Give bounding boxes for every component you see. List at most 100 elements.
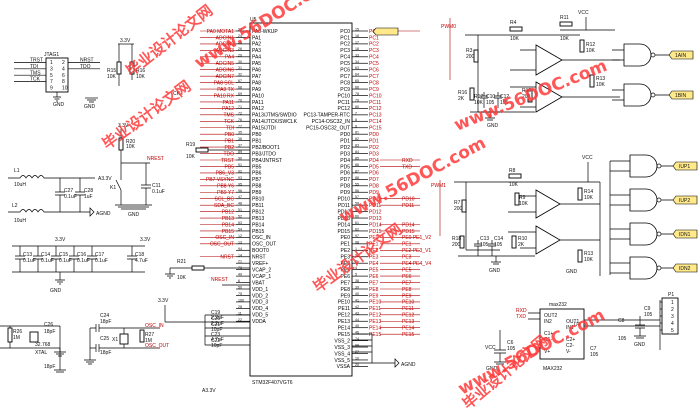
- mcu-right-net: PC7: [369, 74, 379, 80]
- mcu-left-pin-number: 100: [238, 298, 244, 302]
- r21-value: 10K: [177, 275, 187, 281]
- mcu-right-extra-net: PD14: [402, 222, 415, 228]
- jtag-pin-number: 4: [62, 66, 65, 72]
- mcu-right-pin-name: PE2: [341, 248, 351, 254]
- lower-resistor-text: 10K: [584, 257, 594, 263]
- decap-ref: C18: [135, 252, 144, 258]
- mcu-right-pin-number: 97: [355, 234, 359, 238]
- connector-pin-number: 1: [671, 300, 674, 306]
- mcu-left-pin-name: PB6: [252, 171, 262, 177]
- mcu-right-net: PE7: [369, 280, 379, 286]
- jtag-refdes: JTAG1: [44, 52, 59, 58]
- mcu-left-pin-number: 11: [238, 311, 242, 315]
- mcu-right-net: PE10: [369, 300, 381, 306]
- mcu-left-pin-number: 21: [238, 260, 242, 264]
- mcu-right-net: PD1: [369, 138, 379, 144]
- mcu-left-net: PB9 Y7: [217, 190, 234, 196]
- lower-output-label: IDN1: [679, 232, 691, 238]
- crystal-32k: [29, 331, 39, 343]
- upper-vcc-1: VCC: [578, 10, 589, 16]
- mcu-right-net: PD13: [369, 216, 382, 222]
- lower-resistor-text: R8: [509, 168, 516, 174]
- ck-label: CK: [173, 91, 181, 97]
- mcu-left-pin-name: PA14/JTCK/SWCLK: [252, 119, 298, 125]
- mcu-left-pin-name: PB2/BOOT1: [252, 145, 280, 151]
- jtag-pin-number: 1: [50, 60, 53, 66]
- mcu-right-pin-number: 58: [355, 202, 359, 206]
- max232-pin-c1m: C1-: [544, 337, 552, 343]
- pullup-r16-label: R16: [136, 68, 145, 74]
- opamp-u2a: [535, 189, 561, 219]
- mcu-left-pin-number: 90: [238, 157, 242, 161]
- resistor-r14: [577, 187, 583, 201]
- mcu-right-pin-number: 80: [355, 105, 359, 109]
- resistor-r13l: [577, 249, 583, 263]
- mcu-right-net: PE3: [369, 255, 379, 261]
- mcu-right-pin-name: PD3: [340, 151, 350, 157]
- resistor-r18: [459, 235, 465, 249]
- mcu-right-net: PD15: [369, 229, 382, 235]
- mcu-right-pin-name: PC13-TAMPER-RTC: [304, 113, 351, 119]
- osc-out-net: OSC_OUT: [145, 343, 169, 349]
- mcu-left-pin-name: PB8: [252, 184, 262, 190]
- mcu-right-pin-number: 8: [355, 118, 357, 122]
- mcu-right-extra-net: PE6: [402, 274, 412, 280]
- mcu-left-pin-name: VREF+: [252, 261, 268, 267]
- nrest-net-label: NREST: [147, 156, 164, 162]
- resistor-r10: [511, 235, 517, 249]
- mcu-left-net: PA8 SCL: [214, 80, 234, 86]
- mcu-left-pin-name: PA15/JTDI: [252, 126, 276, 132]
- vcap-value: 4.7uF: [211, 337, 224, 343]
- mcu-right-pin-name: PD15: [337, 229, 350, 235]
- mcu-right-pin-name: PE4: [341, 261, 351, 267]
- p1-label: P1: [668, 292, 674, 298]
- mcu-right-pin-name: PE5: [341, 267, 351, 273]
- mcu-right-pin-name: PD2: [340, 145, 350, 151]
- mcu-left-pin-name: PA1: [252, 35, 261, 41]
- mcu-right-pin-name: PC15-OSC32_OUT: [306, 126, 350, 132]
- mcu-right-pin-number: 46: [355, 331, 359, 335]
- c8-value: 105: [618, 336, 627, 342]
- mcu-right-pin-number: 38: [355, 279, 359, 283]
- mcu-left-net: OSC_OUT: [210, 242, 234, 248]
- mcu-right-net: PD11: [369, 203, 381, 209]
- upper-cap-text: C12: [500, 94, 509, 100]
- mcu-left-net: PB14: [222, 222, 234, 228]
- mcu-left-pin-number: 49: [238, 273, 242, 277]
- mcu-right-pin-name: PD12: [337, 209, 350, 215]
- lower-resistor-text: R10: [518, 236, 527, 242]
- mcu-right-pin-number: 85: [355, 157, 359, 161]
- c24-label: C24: [100, 313, 109, 319]
- reset-block: 3.3V R20 10K NREST K1 C11 0.1uF GND R19 …: [110, 123, 250, 218]
- mcu-left-pin-number: 94: [238, 247, 242, 251]
- connector-pin-number: 5: [671, 328, 674, 334]
- jtag-left-net: TRST: [30, 58, 43, 64]
- mcu-left-pin-number: 36: [238, 137, 242, 141]
- mcu-left-pin-number: 91: [238, 163, 242, 167]
- max-vcc-label: VCC: [485, 345, 496, 351]
- mcu-left-pin-name: VDDA: [252, 319, 267, 325]
- mcu-left-pin-number: 35: [238, 131, 242, 135]
- mcu-right-pin-number: 79: [355, 98, 359, 102]
- lower-vcc-1: VCC: [582, 155, 593, 161]
- decap-value: 0.1uF: [77, 258, 90, 264]
- upper-gnd: GND: [487, 123, 499, 129]
- mcu-left-pin-name: PB14: [252, 222, 264, 228]
- mcu-right-pin-name: PD7: [340, 177, 350, 183]
- mcu-right-pin-number: 78: [355, 92, 359, 96]
- decoupling-block: 3.3V 3.3V C130.1uFC140.1uFC150.1uFC160.1…: [12, 237, 151, 294]
- mcu-right-extra-net: PE9: [402, 293, 412, 299]
- lower-opamp-block: PWM1 VCC R810KR910KR7200R1410KR1310KR182…: [431, 154, 698, 280]
- c6-value: 105: [507, 346, 516, 352]
- c9-label: C9: [644, 306, 651, 312]
- nrest-left-label: NREST: [211, 277, 228, 283]
- mcu-right-pin-number: 63: [355, 66, 359, 70]
- nand-gate: [629, 256, 658, 280]
- upper-resistor-text: R13: [596, 76, 605, 82]
- mcu-left-net: NRST: [220, 255, 234, 261]
- jtag-left-net: TCK: [30, 77, 41, 83]
- mcu-left-pin-name: OSC_IN: [252, 235, 271, 241]
